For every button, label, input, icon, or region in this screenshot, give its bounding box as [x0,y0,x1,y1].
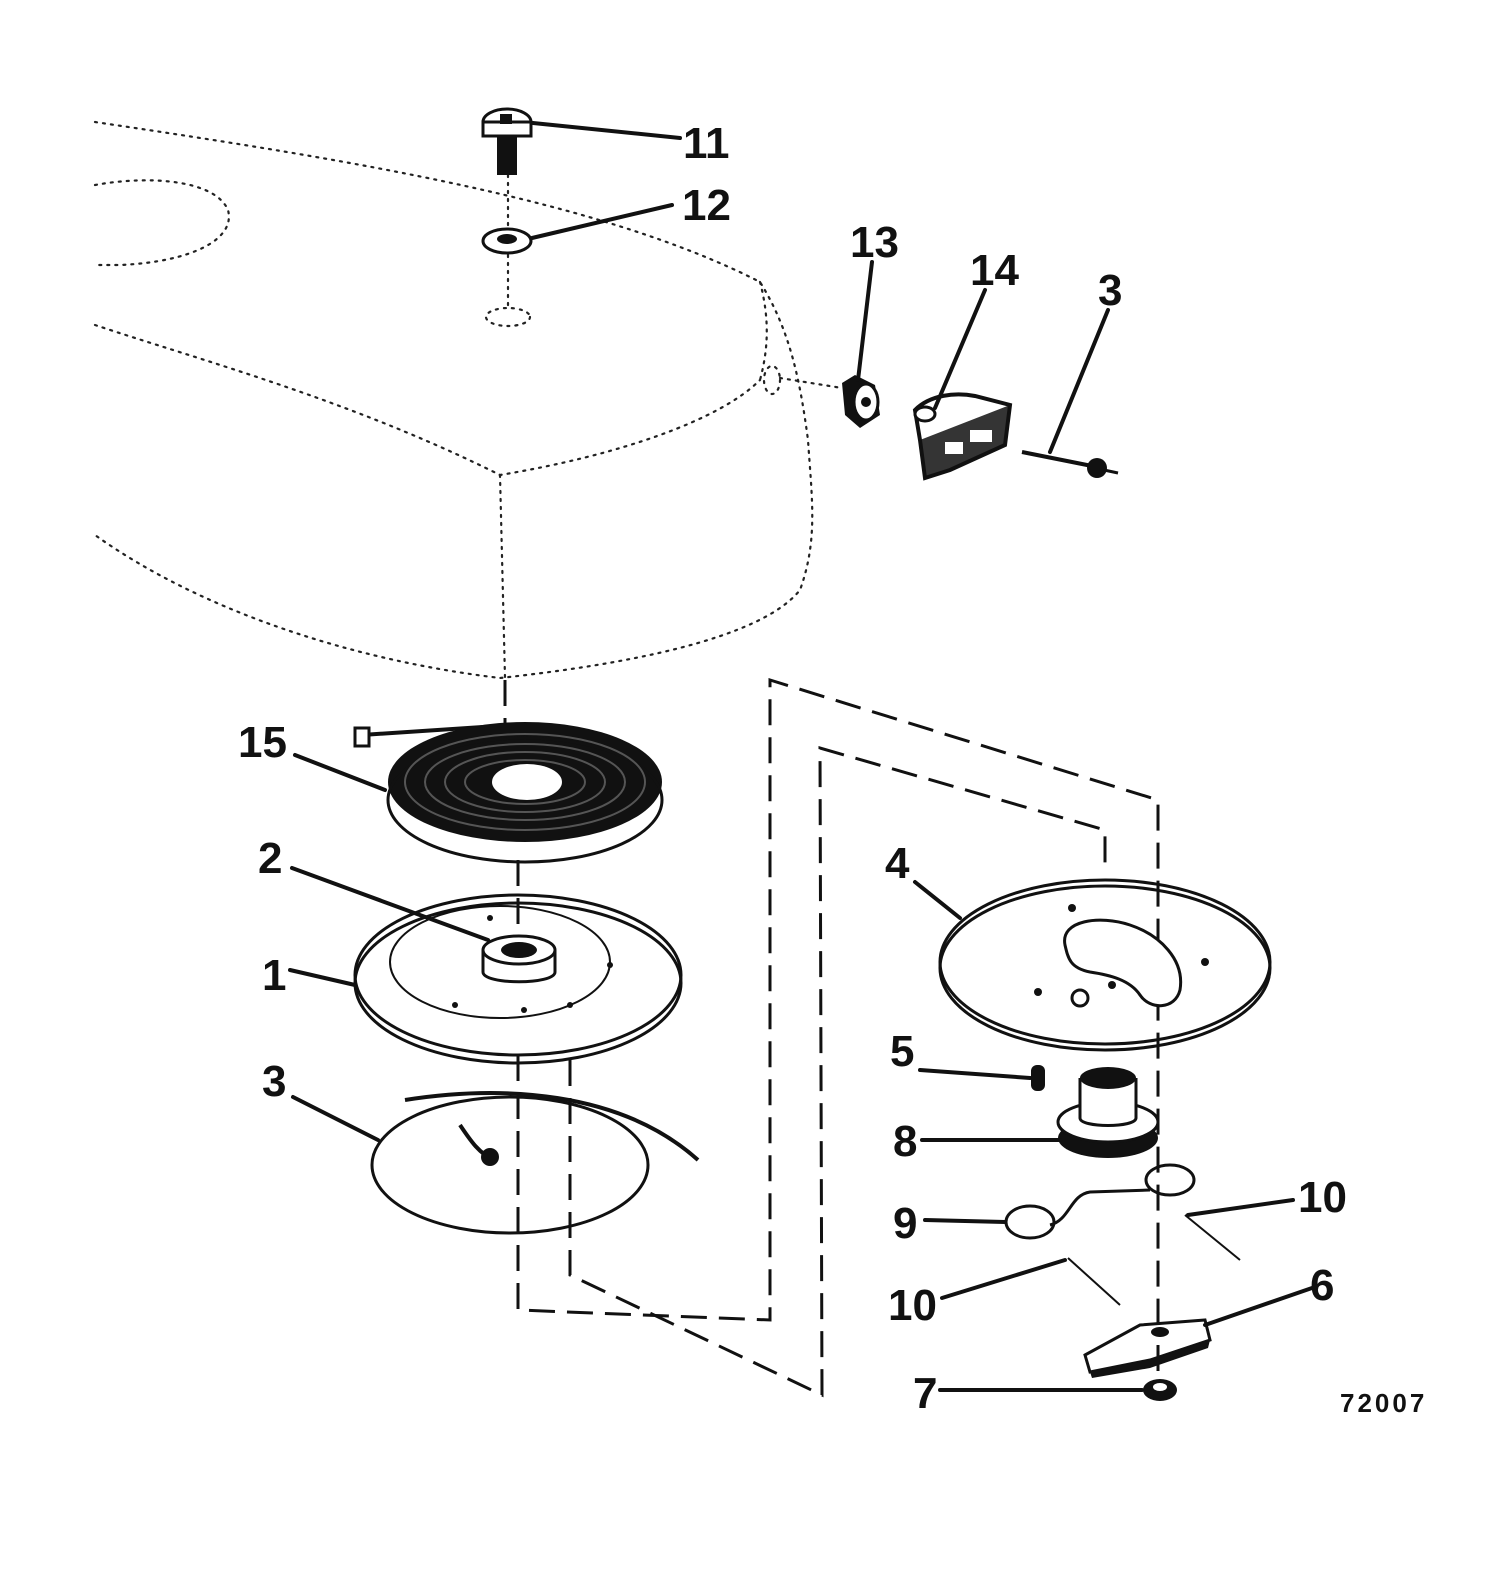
callout-labels: 11 12 13 14 3 15 2 1 3 4 5 8 9 10 10 6 7… [238,119,1427,1418]
pin-part [1031,1065,1045,1091]
callout-label-7: 7 [913,1369,937,1418]
grommet-part [842,375,880,428]
rope-anchor-part [1021,450,1119,478]
handle-part [912,392,1013,481]
callout-label-3: 3 [1098,266,1122,315]
callout-label-3: 3 [262,1057,286,1106]
retainer-plate-part [938,878,1272,1052]
callout-label-14: 14 [970,246,1019,295]
washer-part [481,227,533,255]
callout-label-12: 12 [682,181,731,230]
pulley-hub-part [1056,1067,1160,1158]
engine-cover-outline [93,120,844,680]
callout-label-13: 13 [850,218,899,267]
callout-label-11: 11 [683,119,730,168]
callout-label-15: 15 [238,718,287,767]
callout-label-6: 6 [1310,1261,1334,1310]
leader-lines [288,121,1314,1392]
callout-label-2: 2 [258,834,282,883]
pawl-part [1083,1318,1212,1378]
assembly-path-outer [516,677,1160,1330]
starter-rope-part [370,1091,700,1235]
assembly-path-inner [568,746,1107,1398]
callout-label-9: 9 [893,1199,917,1248]
hub-bushing-part [481,934,557,984]
nut-part [1143,1379,1177,1401]
callout-label-10: 10 [888,1281,937,1330]
figure-number: 72007 [1340,1388,1427,1418]
callout-label-4: 4 [885,839,910,888]
callout-label-8: 8 [893,1117,917,1166]
rewind-spring-part [353,722,664,864]
callout-label-5: 5 [890,1027,914,1076]
callout-label-1: 1 [262,951,286,1000]
callout-label-10: 10 [1298,1173,1347,1222]
screw-part [481,107,533,175]
spring-part [1067,1214,1241,1306]
pawl-spring-part [1004,1163,1196,1240]
